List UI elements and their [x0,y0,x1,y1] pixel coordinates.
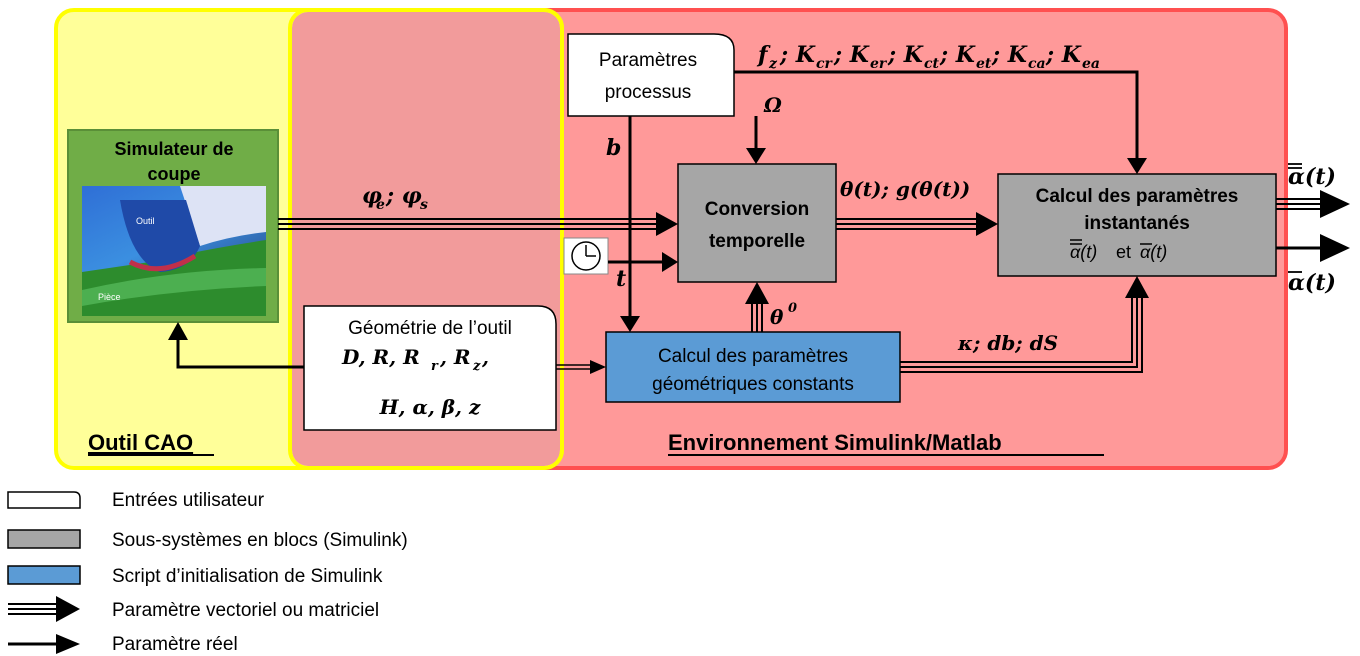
tool-geometry-params1-sub-r: r [431,359,439,374]
legend: Entrées utilisateur Sous-systèmes en blo… [7,490,408,655]
coeffs-arrow [734,70,1139,160]
tool-geometry-params1-comma: , [481,345,489,369]
phi-label: φ e ; φ s [362,183,428,213]
coeffs-ket: ; K [939,42,976,68]
simulator-title-1: Simulateur de [114,139,233,159]
coeffs-kcr: ; K [779,42,816,68]
clock-arrowhead [662,252,678,272]
theta-arrowhead [976,212,998,236]
phi-arrowhead [656,212,678,236]
coeffs-ker: ; K [833,42,870,68]
omega-arrowhead [746,148,766,164]
t-label: t [616,266,626,292]
tool-geometry-title: Géométrie de l’outil [348,318,512,339]
simulink-title: Environnement Simulink/Matlab [668,430,1002,455]
process-params-line1: Paramètres [599,50,697,71]
tool-geometry-params1-rz: , R [439,345,471,369]
output-vector-label: α(t) [1288,163,1336,190]
geometry-arrow [556,364,592,370]
output-real-text: α(t) [1288,270,1336,296]
output-vector-arrow [1276,198,1322,210]
kappa-label: κ; db; dS [957,331,1058,355]
legend-label-1: Sous-systèmes en blocs (Simulink) [112,530,408,551]
legend-single-arrow-icon [8,634,80,654]
time-conversion-line2: temporelle [709,231,805,252]
process-params-block: Paramètres processus [567,33,735,117]
theta0-sup: 0 [788,301,797,316]
theta-arrow [836,218,978,230]
coeffs-f-sub: z [768,56,778,72]
instant-params-alpha-bar: α(t) [1140,242,1167,262]
tool-geometry-params1-sub-z: z [472,359,481,374]
coeffs-ket-sub: et [976,56,992,72]
instant-params-line1: Calcul des paramètres [1036,186,1239,207]
coeffs-kca-sub: ca [1028,56,1046,72]
kappa-arrow [900,296,1143,373]
legend-blue-box-icon [7,565,81,585]
simulator-tool-label: Outil [136,216,155,226]
coeffs-kea-sub: ea [1082,56,1100,72]
b-arrowhead [620,316,640,332]
tool-geometry-params2: H, α, β, z [379,395,481,419]
theta0-label: θ [770,305,784,329]
kappa-arrowhead [1125,276,1149,298]
legend-white-box-icon [7,491,81,509]
legend-label-0: Entrées utilisateur [112,490,265,511]
geometric-constants-line2: géométriques constants [652,374,854,395]
geometry-arrowhead [590,360,606,374]
process-params-line2: processus [605,82,692,103]
phi-e: φ [362,183,382,209]
b-label: b [606,135,621,161]
coeffs-kct: ; K [887,42,924,68]
legend-label-2: Script d’initialisation de Simulink [112,566,383,587]
coeffs-kea: ; K [1045,42,1082,68]
coeffs-f: f [756,42,771,68]
coeffs-arrowhead [1127,158,1147,174]
instant-params-alpha-bar-bar: α(t) [1070,242,1097,262]
phi-e-sub: e [376,197,385,213]
output-vector-arrowhead [1320,190,1350,218]
clock-icon [563,237,609,275]
simulator-title-2: coupe [147,164,200,184]
coeffs-kca: ; K [991,42,1028,68]
cad-region-border [288,8,564,470]
simulator-block: Simulateur de coupe Outil Pièce [67,129,279,323]
instant-params-block: Calcul des paramètres instantanés α(t) e… [997,173,1277,277]
tool-geometry-params1: D, R, R [341,345,420,369]
time-conversion-block: Conversion temporelle [677,163,837,283]
tool-geometry-block: Géométrie de l’outil D, R, R r , R z , H… [303,305,557,431]
coeffs-kcr-sub: cr [816,56,834,72]
theta-label: θ(t); g(θ(t)) [840,177,970,201]
output-real-arrowhead [1320,234,1350,262]
legend-label-3: Paramètre vectoriel ou matriciel [112,600,379,621]
phi-arrow [278,218,658,230]
instant-params-et: et [1116,242,1131,262]
instant-params-line2: instantanés [1084,213,1190,234]
simulator-part-label: Pièce [98,292,121,302]
output-real-label: α(t) [1288,270,1336,296]
geometric-constants-line1: Calcul des paramètres [658,346,848,367]
coeffs-label: f z ; K cr ; K er ; K ct ; K et ; K ca ;… [756,42,1100,72]
theta0-arrow [751,302,763,332]
legend-gray-box-icon [7,529,81,549]
geometry-to-simulator-arrowhead [168,322,188,340]
omega-label: Ω [763,93,782,117]
geometry-to-simulator-arrow [176,338,304,369]
phi-s: ; φ [385,183,422,209]
theta0-arrowhead [745,282,769,304]
cao-title: Outil CAO [88,430,193,455]
geometric-constants-block: Calcul des paramètres géométriques const… [605,331,901,403]
coeffs-kct-sub: ct [924,56,940,72]
legend-label-4: Paramètre réel [112,634,238,655]
time-conversion-line1: Conversion [705,199,810,220]
coeffs-ker-sub: er [870,56,888,72]
phi-s-sub: s [420,197,428,213]
legend-triple-arrow-icon [8,596,80,622]
